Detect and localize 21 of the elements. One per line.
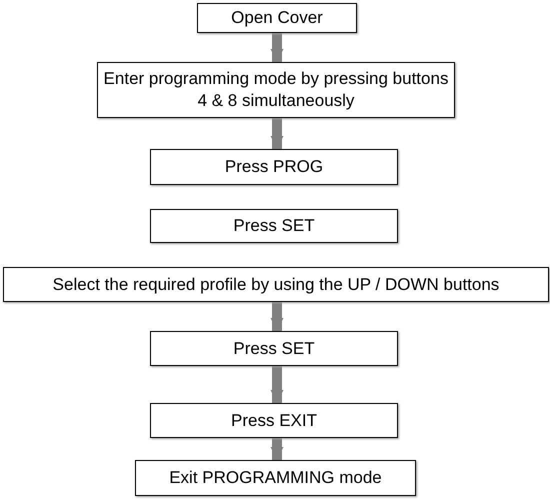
step-text: Press SET (233, 338, 315, 360)
step-text: Press PROG (224, 156, 324, 178)
step-text: Select the required profile by using the UP / DOWN buttons (52, 274, 500, 296)
process-box (150, 149, 398, 185)
process-box (150, 403, 398, 438)
process-box (150, 331, 398, 366)
step-text: Press EXIT (231, 410, 317, 432)
step-text: Exit PROGRAMMING mode (169, 467, 382, 489)
arrow (270, 366, 284, 403)
process-box (150, 209, 398, 243)
arrow (270, 33, 284, 62)
step-text: Press SET (233, 215, 315, 237)
process-box (3, 267, 549, 302)
arrow (270, 302, 284, 331)
arrow (270, 118, 284, 149)
process-box (135, 460, 416, 496)
step-text: Open Cover (231, 7, 323, 29)
step-text: Enter programming mode by pressing buttons 4 & 8 simultaneously (102, 68, 450, 112)
process-box (97, 62, 455, 118)
arrow (270, 438, 284, 460)
process-box (197, 3, 357, 33)
